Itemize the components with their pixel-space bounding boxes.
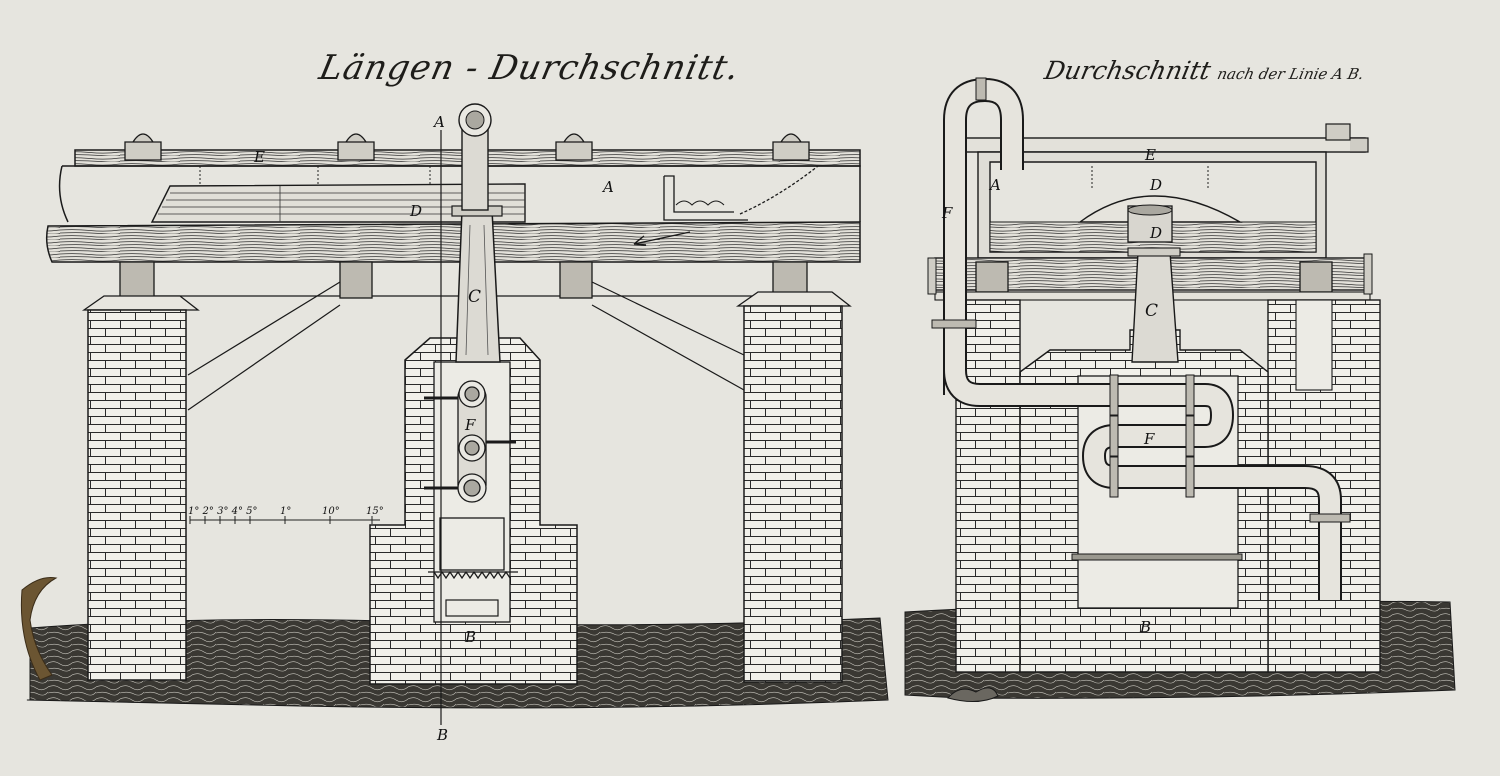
label-r-c: C: [1145, 301, 1158, 321]
right-grate: [1071, 553, 1243, 561]
coil-flanges: [1109, 374, 1351, 523]
ground-debris: [947, 687, 999, 702]
cross-section: E A D D F C F B: [904, 77, 1456, 702]
upper-chamber: [58, 165, 861, 223]
label-d-tray: D: [409, 202, 422, 220]
right-pillar-cap: [735, 291, 852, 307]
right-brick-pillar: [743, 305, 843, 683]
right-bracket-top: [1325, 123, 1351, 141]
tray-d: [150, 166, 526, 223]
label-f-pipe: F: [464, 416, 476, 434]
right-pier: [1295, 299, 1333, 391]
scale-label-1-5: 1° 2° 3° 4° 5°: [188, 506, 258, 517]
furnace-door: [439, 517, 505, 571]
pipe-clamp-top: [975, 77, 987, 101]
scale-label-15: 15°: [366, 506, 384, 517]
label-r-a: A: [988, 176, 1001, 194]
main-beam: [45, 221, 861, 263]
left-brick-pillar: [87, 309, 187, 681]
boiler-pipe-f: [424, 380, 516, 503]
furnace-grate: [428, 570, 518, 580]
label-r-f-pipe: F: [941, 204, 953, 222]
pipe-clamp-left: [931, 319, 977, 329]
paper-scrap: [20, 577, 58, 681]
label-r-f-coil: F: [1143, 430, 1155, 448]
longitudinal-section: 1° 2° 3° 4° 5° 1° 10° 15° A B E A D C F …: [20, 103, 889, 744]
chimney-c: [455, 209, 501, 363]
label-r-e: E: [1144, 146, 1156, 164]
rail-brackets: [124, 133, 810, 161]
flow-arrow: [633, 231, 691, 246]
label-a-top: A: [432, 113, 445, 131]
scale-label-1: 1°: [280, 506, 291, 517]
scale-bar: 1° 2° 3° 4° 5° 1° 10° 15°: [188, 506, 384, 524]
ash-pit-door: [445, 599, 499, 617]
label-r-b: B: [1139, 618, 1151, 636]
label-r-d2: D: [1149, 224, 1162, 242]
label-b-furnace: B: [464, 628, 476, 646]
scale-label-10: 10°: [322, 506, 340, 517]
left-pillar-cap: [81, 295, 200, 311]
diagonal-braces: [187, 281, 745, 411]
coil-f: [1081, 383, 1342, 600]
label-a-chamber: A: [601, 178, 614, 196]
side-box: [663, 165, 819, 221]
label-c-chimney: C: [468, 287, 481, 307]
label-b-bottom: B: [436, 726, 448, 744]
label-r-d: D: [1149, 176, 1162, 194]
right-beam-blocks: [975, 261, 1333, 293]
label-e-beam: E: [253, 148, 265, 166]
right-top-rail: [964, 137, 1366, 153]
